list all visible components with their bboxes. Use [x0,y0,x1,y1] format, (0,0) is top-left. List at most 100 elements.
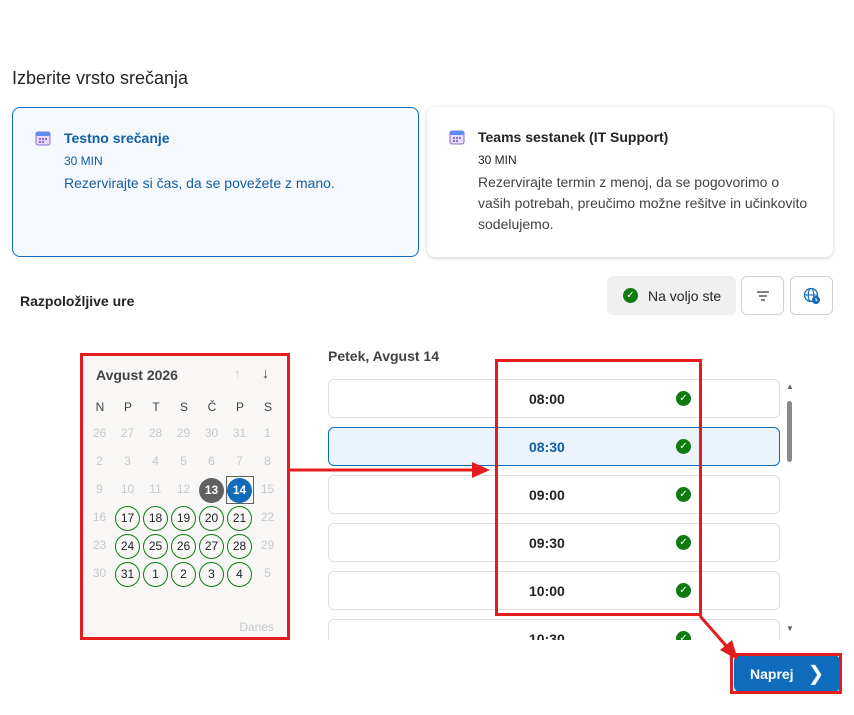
checkmark-icon: ✓ [676,583,691,598]
time-slot[interactable]: 10:30 ✓ [328,619,780,640]
scroll-down-arrow[interactable]: ▼ [786,624,794,633]
time-slot-label: 09:00 [529,487,565,503]
time-slot-list: 08:00✓ 08:30 ✓ 09:00 ✓ 09:30 ✓ 10:00 ✓ 10:30 ✓ [320,370,790,640]
time-slot-label: 10:00 [529,583,565,599]
calendar-day[interactable]: 20 [199,506,224,531]
meeting-type-description: Rezervirajte si čas, da se povežete z ma… [64,175,335,191]
meeting-type-title: Teams sestanek (IT Support) [478,129,669,145]
calendar-day: 22 [260,510,275,524]
calendar-day: 31 [232,426,247,440]
time-slot[interactable]: 10:00 ✓ [328,571,780,610]
time-slot[interactable]: 08:00✓ [328,379,780,418]
calendar-day[interactable]: 26 [171,534,196,559]
meeting-type-card-testno[interactable]: Testno srečanje 30 MIN Rezervirajte si č… [12,107,419,257]
calendar-day[interactable]: 3 [199,562,224,587]
calendar-day[interactable]: 31 [115,562,140,587]
annotation-box-next [730,653,842,694]
calendar-day: 12 [176,482,191,496]
calendar-day-today[interactable]: 13 [199,478,224,503]
weekday-label: P [123,400,132,414]
scroll-up-arrow[interactable]: ▲ [786,382,794,391]
weekday-label: S [179,400,188,414]
calendar-day: 28 [148,426,163,440]
calendar-day: 30 [92,566,107,580]
calendar-day[interactable]: 4 [227,562,252,587]
filter-button[interactable] [741,276,784,315]
calendar-day[interactable]: 28 [227,534,252,559]
calendar-icon [449,130,465,145]
calendar-day: 23 [92,538,107,552]
checkmark-icon: ✓ [676,631,691,640]
calendar-day: 11 [149,482,162,496]
weekday-label: N [95,400,105,414]
calendar-day: 27 [120,426,135,440]
calendar-day[interactable]: 19 [171,506,196,531]
page-title: Izberite vrsto srečanja [12,68,189,88]
calendar-day: 26 [92,426,107,440]
annotation-box-calendar [80,353,290,640]
calendar-day[interactable]: 17 [115,506,140,531]
calendar-day: 5 [180,454,187,468]
calendar-day: 4 [152,454,159,468]
checkmark-icon: ✓ [676,487,691,502]
time-slot[interactable]: 08:30 ✓ [328,427,780,466]
time-slot[interactable]: 09:30 ✓ [328,523,780,562]
time-slot-label: 09:30 [529,535,565,551]
arrow-up-icon[interactable]: ↑ [234,365,241,381]
calendar-month-label: Avgust 2026 [96,367,178,383]
calendar-day: 15 [260,482,275,496]
filter-icon [756,290,769,301]
meeting-type-duration: 30 MIN [478,153,517,167]
calendar-day: 30 [204,426,219,440]
calendar-day[interactable]: 24 [115,534,140,559]
checkmark-icon: ✓ [676,535,691,550]
calendar-icon [35,131,51,146]
calendar-day[interactable]: 2 [171,562,196,587]
calendar-day[interactable]: 25 [143,534,168,559]
calendar-day: 6 [208,454,215,468]
available-hours-label: Razpoložljive ure [20,293,135,309]
chevron-right-icon: ❯ [807,663,825,685]
time-slot-label: 10:30 [529,631,565,640]
checkmark-icon: ✓ [676,439,691,454]
next-button-label: Naprej [750,665,794,682]
today-link[interactable]: Danes [239,620,274,634]
calendar-day[interactable]: 18 [143,506,168,531]
availability-status-text: Na voljo ste [648,287,722,304]
calendar-day: 3 [124,454,131,468]
timezone-button[interactable] [790,276,833,315]
calendar-day-selected[interactable]: 14 [227,478,252,503]
calendar-day[interactable]: 1 [143,562,168,587]
meeting-type-duration: 30 MIN [64,154,103,168]
meeting-type-card-teams[interactable]: Teams sestanek (IT Support) 30 MIN Rezer… [427,107,833,257]
meeting-type-description: Rezervirajte termin z menoj, da se pogov… [478,174,808,232]
calendar-day: 7 [236,454,243,468]
globe-clock-icon [803,287,820,304]
checkmark-icon: ✓ [623,288,638,303]
time-slot-label: 08:30 [529,439,565,455]
selected-day-outline [226,476,254,504]
calendar-day[interactable]: 21 [227,506,252,531]
annotation-box-times [495,359,702,616]
next-button[interactable]: Naprej ❯ [734,655,840,692]
weekday-label: P [235,400,244,414]
weekday-label: Č [207,400,217,414]
calendar-day: 8 [264,454,271,468]
time-slot[interactable]: 09:00 ✓ [328,475,780,514]
calendar-day: 2 [96,454,103,468]
checkmark-icon: ✓ [676,391,691,406]
weekday-label: S [263,400,272,414]
scrollbar-thumb[interactable] [787,401,792,462]
calendar-day: 10 [120,482,135,496]
calendar-day: 9 [96,482,103,496]
calendar-day[interactable]: 27 [199,534,224,559]
calendar-day: 29 [260,538,275,552]
arrow-down-icon[interactable]: ↓ [262,365,269,381]
availability-status-pill[interactable]: ✓ Na voljo ste [607,276,736,315]
calendar-day: 5 [264,566,271,580]
calendar-day: 29 [176,426,191,440]
calendar-day: 16 [92,510,107,524]
calendar-day: 1 [264,426,271,440]
